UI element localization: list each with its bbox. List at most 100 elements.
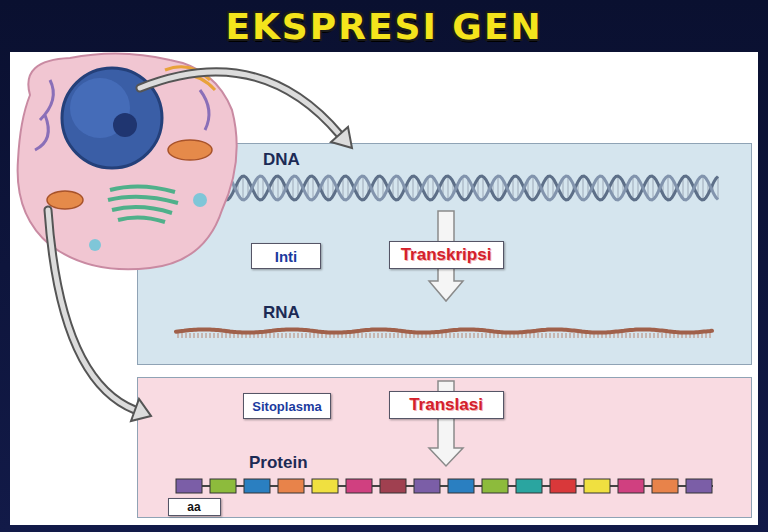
rna-base — [362, 333, 363, 338]
rna-base — [482, 333, 483, 338]
amino-acid — [516, 479, 542, 493]
rna-base — [274, 333, 275, 338]
rna-base — [658, 333, 659, 338]
rna-base — [390, 333, 391, 338]
amino-acid — [652, 479, 678, 493]
base-pair — [582, 176, 583, 200]
rna-base — [398, 333, 399, 338]
rna-base — [654, 333, 655, 338]
rna-base — [230, 333, 231, 338]
rna-base — [374, 333, 375, 338]
base-pair — [427, 177, 428, 198]
rna-base — [454, 333, 455, 338]
title: EKSPRESI GEN — [0, 6, 768, 47]
rna-base — [638, 333, 639, 338]
rna-base — [290, 333, 291, 338]
base-pair — [617, 176, 618, 200]
rna-base — [306, 333, 307, 338]
box-label: Translasi — [409, 395, 483, 415]
rna-base — [538, 333, 539, 338]
rna-base — [354, 333, 355, 338]
amino-acid — [414, 479, 440, 493]
cytoplasm-band: ProteinSitoplasmaTranslasiaa — [137, 377, 752, 518]
pointer-arrow — [140, 72, 340, 135]
rna-base — [358, 333, 359, 338]
golgi-apparatus — [108, 186, 178, 222]
pointer-arrowhead — [131, 399, 151, 421]
rna-base — [298, 333, 299, 338]
rna-base — [574, 333, 575, 338]
rna-base — [458, 333, 459, 338]
rna-base — [294, 333, 295, 338]
base-pair — [257, 177, 258, 198]
amino-acid — [210, 479, 236, 493]
rna-base — [546, 333, 547, 338]
amino-acid — [686, 479, 712, 493]
base-pair — [517, 177, 518, 198]
rna-base — [642, 333, 643, 338]
base-pair — [597, 177, 598, 198]
rna-base — [450, 333, 451, 338]
base-pair — [262, 177, 263, 198]
amino-acid — [618, 479, 644, 493]
rna-base — [550, 333, 551, 338]
rna-base — [198, 333, 199, 338]
pointer-arrow — [140, 72, 340, 135]
rna-base — [270, 333, 271, 338]
rna-base — [202, 333, 203, 338]
rna-base — [578, 333, 579, 338]
base-pair — [702, 176, 703, 200]
base-pair — [397, 176, 398, 199]
base-pair — [362, 176, 363, 200]
rna-base — [286, 333, 287, 338]
rna-base — [562, 333, 563, 338]
rna-base — [178, 333, 179, 338]
base-pair — [667, 176, 668, 200]
rna-base — [314, 333, 315, 338]
rna-base — [478, 333, 479, 338]
rna-base — [466, 333, 467, 338]
rna-base — [490, 333, 491, 338]
rna-base — [650, 333, 651, 338]
base-pair — [462, 176, 463, 199]
base-pair — [412, 176, 413, 200]
label-box: Sitoplasma — [243, 393, 331, 419]
rna-base — [182, 333, 183, 338]
band-label: RNA — [263, 303, 300, 323]
rna-strand — [176, 329, 712, 332]
amino-acid — [482, 479, 508, 493]
nucleolus — [113, 113, 137, 137]
rna-base — [402, 333, 403, 338]
rna-base — [558, 333, 559, 338]
base-pair — [342, 177, 343, 198]
amino-acid — [244, 479, 270, 493]
base-pair — [567, 176, 568, 199]
amino-acid — [346, 479, 372, 493]
rna-base — [186, 333, 187, 338]
rna-base — [266, 333, 267, 338]
box-label: Sitoplasma — [252, 399, 321, 414]
rna-base — [618, 333, 619, 338]
process-label: Translasi — [389, 391, 504, 419]
rna-base — [318, 333, 319, 338]
amino-acid — [380, 479, 406, 493]
amino-acid — [448, 479, 474, 493]
rna-base — [210, 333, 211, 338]
pointer-arrow — [48, 210, 135, 410]
rna-base — [530, 333, 531, 338]
pointer-arrowhead — [331, 127, 352, 148]
rna-base — [214, 333, 215, 338]
vesicle — [193, 193, 207, 207]
rna-base — [222, 333, 223, 338]
rna-base — [542, 333, 543, 338]
rna-base — [582, 333, 583, 338]
box-label: aa — [187, 500, 200, 514]
rna-base — [282, 333, 283, 338]
rna-base — [278, 333, 279, 338]
rna-base — [622, 333, 623, 338]
rna-base — [382, 333, 383, 338]
base-pair — [277, 176, 278, 200]
rna-base — [218, 333, 219, 338]
base-pair — [547, 176, 548, 199]
rna-base — [442, 333, 443, 338]
